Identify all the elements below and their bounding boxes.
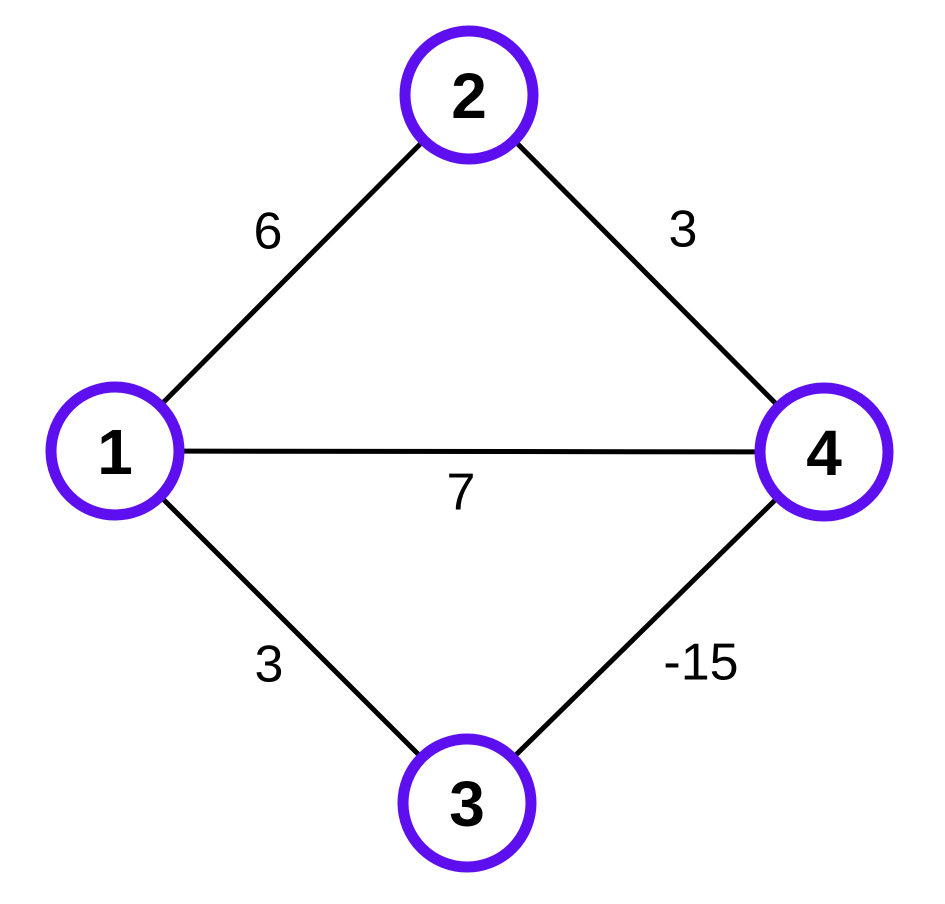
node-2: 2 (399, 25, 539, 165)
edge-1-4 (112, 448, 827, 455)
edge-weight-1-2: 6 (254, 203, 283, 261)
edge-1-2 (112, 92, 472, 454)
node-4: 4 (754, 382, 894, 522)
node-1-label: 1 (97, 416, 133, 488)
node-1-circle (45, 381, 185, 521)
node-4-label: 4 (806, 417, 842, 489)
edge-weight-1-4: 7 (447, 464, 476, 522)
edge-weight-1-3: 3 (255, 636, 284, 694)
edge-1-3 (112, 448, 470, 806)
node-1: 1 (45, 381, 185, 521)
edge-weight-3-4: -15 (663, 634, 738, 692)
node-2-circle (399, 25, 539, 165)
edge-weight-2-4: 3 (669, 201, 698, 259)
node-3-circle (397, 733, 537, 873)
node-3: 3 (397, 733, 537, 873)
node-4-circle (754, 382, 894, 522)
edge-2-4 (466, 92, 827, 455)
edge-3-4 (464, 449, 827, 806)
node-2-label: 2 (451, 60, 487, 132)
node-3-label: 3 (449, 768, 485, 840)
